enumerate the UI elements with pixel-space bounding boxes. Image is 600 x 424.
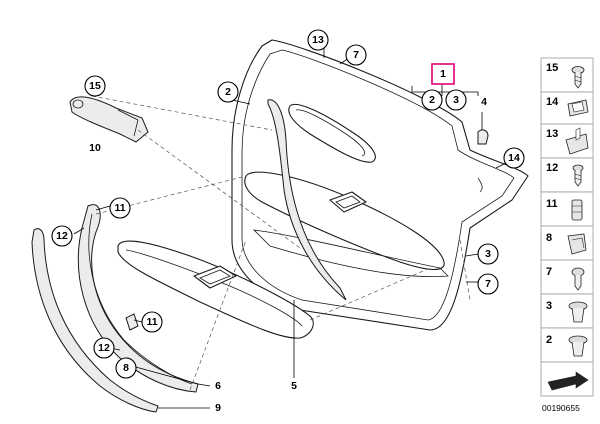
- legend-item-3[interactable]: 3: [540, 293, 594, 329]
- callout-12-lower[interactable]: 12: [93, 337, 115, 359]
- legend-item-11[interactable]: 11: [540, 191, 594, 227]
- legend-item-14[interactable]: 14: [540, 91, 594, 125]
- svg-text:11: 11: [114, 202, 125, 214]
- clip-part-11-lower[interactable]: [125, 313, 139, 331]
- trim-strip[interactable]: [31, 228, 159, 413]
- legend-item-12[interactable]: 12: [540, 157, 594, 193]
- svg-text:3: 3: [453, 94, 459, 106]
- armrest-handle-bar[interactable]: [267, 99, 347, 301]
- handle-mount[interactable]: [69, 96, 149, 143]
- svg-text:8: 8: [546, 232, 552, 244]
- svg-text:2: 2: [225, 86, 231, 98]
- legend-item-2[interactable]: 2: [540, 327, 594, 363]
- svg-text:3: 3: [485, 248, 491, 260]
- svg-text:13: 13: [312, 34, 324, 46]
- next-page-arrow-icon[interactable]: [540, 361, 594, 397]
- callout-12-top[interactable]: 12: [51, 225, 73, 247]
- callout-7-top[interactable]: 7: [345, 44, 367, 66]
- label-6: 6: [215, 380, 221, 392]
- legend-item-15[interactable]: 15: [540, 57, 594, 93]
- fastener-legend: 15 14 13 12: [540, 57, 594, 397]
- label-10: 10: [89, 142, 101, 154]
- svg-text:3: 3: [546, 300, 552, 312]
- push-clip-icon: [568, 335, 588, 357]
- grab-handle-frame[interactable]: [77, 204, 199, 393]
- callout-8[interactable]: 8: [115, 357, 137, 379]
- screw-icon: [571, 66, 585, 89]
- svg-text:7: 7: [546, 266, 552, 278]
- svg-text:1: 1: [440, 68, 446, 80]
- clip-part-4[interactable]: [477, 129, 489, 145]
- callout-7-lower[interactable]: 7: [477, 273, 499, 295]
- label-4: 4: [481, 96, 487, 108]
- expanding-nut-icon: [571, 199, 583, 221]
- svg-text:11: 11: [146, 316, 157, 328]
- clip-icon: [565, 127, 589, 155]
- svg-text:13: 13: [546, 128, 558, 140]
- legend-item-13[interactable]: 13: [540, 123, 594, 159]
- armrest[interactable]: [117, 240, 314, 339]
- svg-text:2: 2: [546, 334, 552, 346]
- svg-text:12: 12: [56, 230, 68, 242]
- callout-11-top[interactable]: 11: [109, 197, 131, 219]
- leader-lines: [73, 48, 509, 409]
- callout-3[interactable]: 3: [445, 89, 467, 111]
- legend-item-8[interactable]: 8: [540, 225, 594, 261]
- screw-icon: [571, 267, 585, 291]
- callout-15[interactable]: 15: [84, 75, 106, 97]
- svg-text:12: 12: [546, 162, 558, 174]
- label-9: 9: [215, 402, 221, 414]
- legend-item-7[interactable]: 7: [540, 259, 594, 295]
- assembly-lines: [91, 95, 471, 391]
- diagram-number: 00190655: [542, 403, 580, 413]
- callout-14[interactable]: 14: [503, 147, 525, 169]
- callout-11-lower[interactable]: 11: [141, 311, 163, 333]
- callout-2[interactable]: 2: [421, 89, 443, 111]
- callout-13[interactable]: 13: [307, 29, 329, 51]
- svg-text:15: 15: [89, 80, 101, 92]
- svg-text:11: 11: [546, 198, 558, 210]
- svg-text:2: 2: [429, 94, 435, 106]
- svg-text:12: 12: [98, 342, 110, 354]
- screw-icon: [572, 164, 584, 187]
- push-clip-icon: [568, 301, 588, 323]
- clip-icon: [567, 99, 589, 117]
- callout-3-lower[interactable]: 3: [477, 243, 499, 265]
- callout-2-panel[interactable]: 2: [217, 81, 239, 103]
- label-5: 5: [291, 380, 297, 392]
- callout-1[interactable]: 1: [431, 63, 455, 85]
- svg-text:14: 14: [546, 96, 559, 108]
- clip-icon: [567, 233, 587, 255]
- svg-text:14: 14: [508, 152, 520, 164]
- svg-text:15: 15: [546, 62, 558, 74]
- svg-text:8: 8: [123, 362, 129, 374]
- door-trim-panel[interactable]: [231, 39, 529, 331]
- svg-text:7: 7: [485, 278, 491, 290]
- svg-text:7: 7: [353, 49, 359, 61]
